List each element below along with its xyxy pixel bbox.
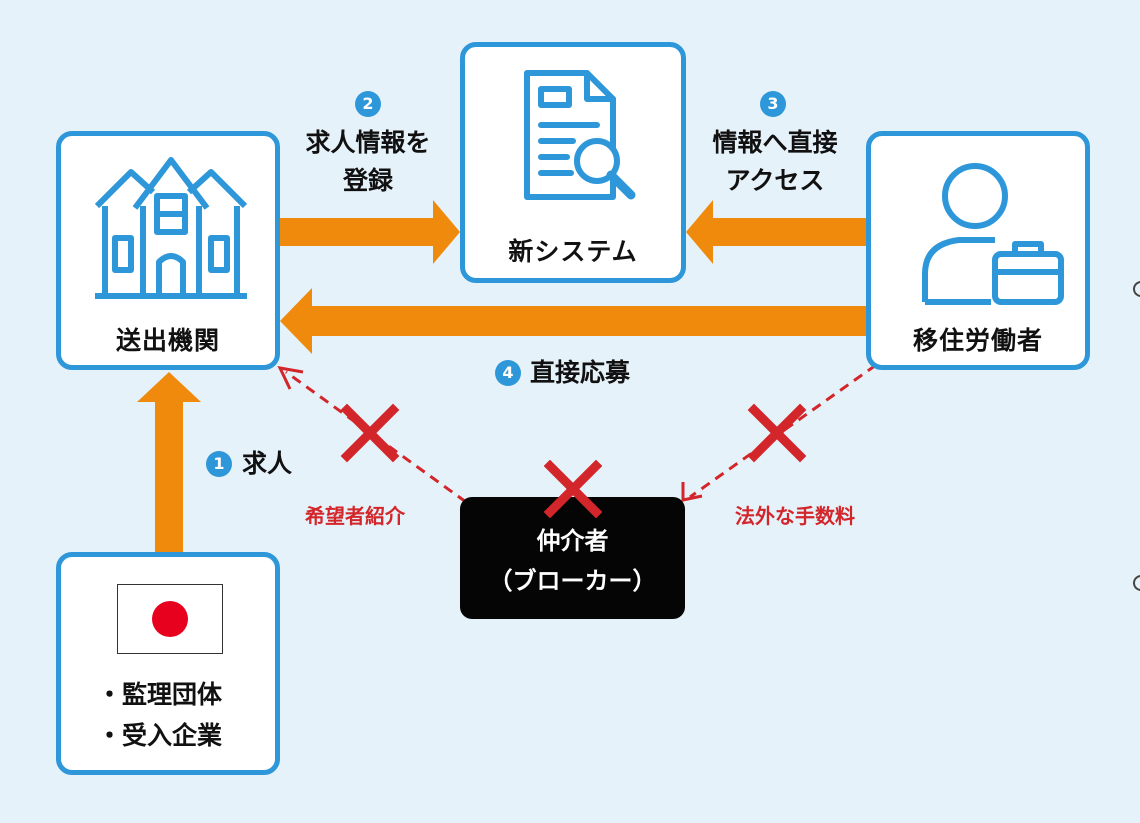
step-1-label: 求人 xyxy=(242,449,293,478)
cross-mark-left xyxy=(340,403,400,463)
supervising-line2: ・受入企業 xyxy=(97,721,223,750)
arrow-job-offer xyxy=(137,372,201,553)
note-referral: 希望者紹介 xyxy=(305,504,405,528)
dashed-arrow-right xyxy=(681,363,877,502)
worker-icon xyxy=(922,163,1064,305)
arrow-access xyxy=(686,200,868,264)
step-2-line2: 登録 xyxy=(342,166,393,195)
supervising-line1: ・監理団体 xyxy=(97,680,223,709)
node-sending-org: 送出機関 xyxy=(56,131,280,370)
note-excessive-fees: 法外な手数料 xyxy=(735,504,855,528)
node-new-system: 新システム xyxy=(460,42,686,283)
document-search-icon xyxy=(524,70,636,200)
arrow-direct-apply xyxy=(280,288,868,354)
step-3-number: 3 xyxy=(760,91,786,117)
japan-flag xyxy=(117,584,223,654)
supervising-text: ・監理団体 ・受入企業 xyxy=(97,674,222,756)
step-3-line1: 情報へ直接 xyxy=(712,128,838,157)
step-3-text: 情報へ直接 アクセス xyxy=(690,124,860,200)
broker-line2: （ブローカー） xyxy=(488,567,657,595)
flag-circle xyxy=(152,601,188,637)
sending-org-label: 送出機関 xyxy=(115,326,220,355)
edge-mark-bottom xyxy=(1133,575,1140,591)
step-2-number: 2 xyxy=(355,91,381,117)
node-supervising-orgs: ・監理団体 ・受入企業 xyxy=(56,552,280,775)
step-4-label: 直接応募 xyxy=(530,358,631,387)
step-2-text: 求人情報を 登録 xyxy=(288,124,448,200)
cross-mark-right xyxy=(747,403,807,463)
step-2-line1: 求人情報を xyxy=(305,128,431,157)
arrow-register xyxy=(279,200,460,264)
step-1-number: 1 xyxy=(206,451,232,477)
node-migrant-worker: 移住労働者 xyxy=(866,131,1090,370)
node-broker: 仲介者 （ブローカー） xyxy=(460,497,685,619)
edge-mark-top xyxy=(1133,281,1140,297)
new-system-label: 新システム xyxy=(508,237,638,266)
broker-line1: 仲介者 xyxy=(536,527,609,555)
building-icon xyxy=(94,157,248,299)
migrant-worker-label: 移住労働者 xyxy=(912,326,1043,355)
step-4-number: 4 xyxy=(495,360,521,386)
step-3-line2: アクセス xyxy=(725,166,825,195)
cross-mark-broker xyxy=(544,460,602,518)
